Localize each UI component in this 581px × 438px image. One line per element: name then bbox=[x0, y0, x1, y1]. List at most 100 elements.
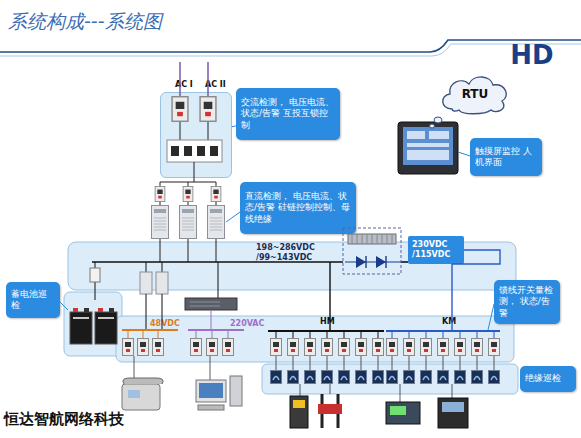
breaker-symbol bbox=[191, 339, 202, 356]
ac-breaker bbox=[172, 97, 188, 122]
rectifier-module bbox=[152, 206, 169, 239]
silicon-chain bbox=[348, 234, 396, 244]
dc-bus-line bbox=[92, 261, 343, 263]
breaker-symbol bbox=[288, 339, 299, 356]
phone-symbol bbox=[123, 378, 163, 384]
leader-line bbox=[232, 125, 236, 127]
switchgear-symbol bbox=[290, 396, 308, 428]
diode-symbol bbox=[366, 256, 386, 268]
breaker-symbol bbox=[339, 339, 350, 356]
header-line bbox=[0, 44, 581, 56]
leader-line bbox=[488, 304, 494, 330]
breaker-symbol bbox=[472, 339, 483, 356]
breaker-symbol bbox=[421, 339, 432, 356]
contactor-symbol bbox=[171, 146, 218, 156]
breaker-symbol bbox=[123, 339, 134, 356]
circuit-breaker-symbol bbox=[318, 404, 342, 414]
page-title: 系统构成---系统图 bbox=[8, 10, 308, 33]
wire bbox=[451, 264, 452, 331]
battery-symbol bbox=[70, 312, 92, 344]
sensor-symbol bbox=[387, 371, 398, 384]
voltage-label: 48VDC bbox=[150, 319, 190, 329]
dc-input-breaker bbox=[183, 186, 193, 201]
leader-line bbox=[60, 302, 68, 310]
feeder-band bbox=[116, 316, 514, 362]
touchscreen-display bbox=[403, 127, 453, 165]
wire bbox=[95, 262, 96, 300]
sensor-symbol bbox=[455, 371, 466, 384]
breaker-symbol bbox=[373, 339, 384, 356]
inverter-module bbox=[190, 302, 220, 306]
48v-bus-line bbox=[122, 329, 178, 331]
breaker-symbol bbox=[455, 339, 466, 356]
node-text: AC II bbox=[205, 80, 226, 89]
wire bbox=[196, 330, 228, 338]
wire bbox=[160, 202, 216, 205]
breaker-symbol bbox=[153, 339, 164, 356]
hm-breaker-row bbox=[271, 339, 384, 356]
wire bbox=[452, 250, 500, 264]
dc-input-breaker bbox=[155, 186, 165, 201]
node-text: 绝缘巡检 bbox=[525, 373, 571, 384]
km-bus-line bbox=[386, 330, 500, 332]
breaker-symbol bbox=[138, 339, 149, 356]
220v-bus-line bbox=[188, 329, 244, 331]
wire bbox=[134, 356, 452, 402]
rtu-cloud: RTU bbox=[438, 72, 512, 116]
breaker-symbol bbox=[271, 339, 282, 356]
battery-symbol bbox=[95, 312, 117, 344]
silicon-chain-box bbox=[343, 228, 401, 274]
breaker-symbol bbox=[207, 339, 218, 356]
breaker-symbol bbox=[489, 339, 500, 356]
dcdc-module bbox=[156, 272, 168, 294]
callout-box: 直流检测， 电压电流、状态/告警 硅链控制控制、母线绝缘 bbox=[240, 182, 356, 234]
wire bbox=[218, 262, 219, 298]
sensor-symbol bbox=[339, 371, 350, 384]
sensor-symbol bbox=[271, 371, 282, 384]
logo-text: HD bbox=[492, 40, 572, 71]
header-line bbox=[0, 40, 581, 52]
breaker-symbol bbox=[404, 339, 415, 356]
sensor-symbol bbox=[373, 371, 384, 384]
rectifier-module bbox=[180, 206, 197, 239]
ac-feed-wire bbox=[180, 62, 208, 96]
wire bbox=[276, 331, 378, 338]
touchscreen-display bbox=[407, 131, 449, 160]
ac-panel: AC IAC II bbox=[160, 92, 232, 178]
callout-box: 馈线开关量检测， 状态/告警 bbox=[494, 280, 560, 324]
sensor-symbol bbox=[438, 371, 449, 384]
ac-breaker bbox=[200, 97, 216, 122]
wire bbox=[146, 294, 162, 330]
callout-box: 交流检测， 电压电流、状态/告警 互投互锁控制 bbox=[236, 88, 340, 140]
insulation-band bbox=[262, 364, 518, 394]
km-breaker-row bbox=[387, 339, 500, 356]
wire bbox=[160, 162, 216, 186]
sensor-symbol bbox=[489, 371, 500, 384]
wire bbox=[160, 239, 216, 262]
bus-label: KM bbox=[442, 317, 466, 327]
node-text: RTU bbox=[462, 87, 489, 101]
wire bbox=[180, 122, 208, 140]
cloud-bubble bbox=[434, 117, 442, 123]
diode-line bbox=[345, 262, 401, 263]
breaker-symbol bbox=[356, 339, 367, 356]
callout-box: 蓄电池巡检 bbox=[6, 282, 60, 318]
node-text: AC I bbox=[175, 80, 193, 89]
meter-symbol bbox=[386, 402, 420, 424]
node-text: 230VDC /115VDC bbox=[412, 240, 460, 259]
sensor-symbol bbox=[305, 371, 316, 384]
switchgear-symbol bbox=[293, 400, 305, 408]
wire bbox=[211, 310, 212, 330]
touchscreen bbox=[398, 122, 458, 174]
silicon-chain bbox=[352, 234, 392, 244]
meter-symbol bbox=[390, 406, 406, 415]
sensor-symbol bbox=[421, 371, 432, 384]
circuit-breaker-symbol bbox=[322, 394, 338, 428]
computer-symbol bbox=[198, 405, 224, 410]
node-text: 交流检测， 电压电流、状态/告警 互投互锁控制 bbox=[241, 97, 335, 131]
voltage-label: 220VAC bbox=[230, 319, 276, 329]
dcdc-module bbox=[140, 272, 152, 294]
cloud-bubble bbox=[430, 124, 435, 128]
node-text: 馈线开关量检测， 状态/告警 bbox=[499, 285, 555, 319]
